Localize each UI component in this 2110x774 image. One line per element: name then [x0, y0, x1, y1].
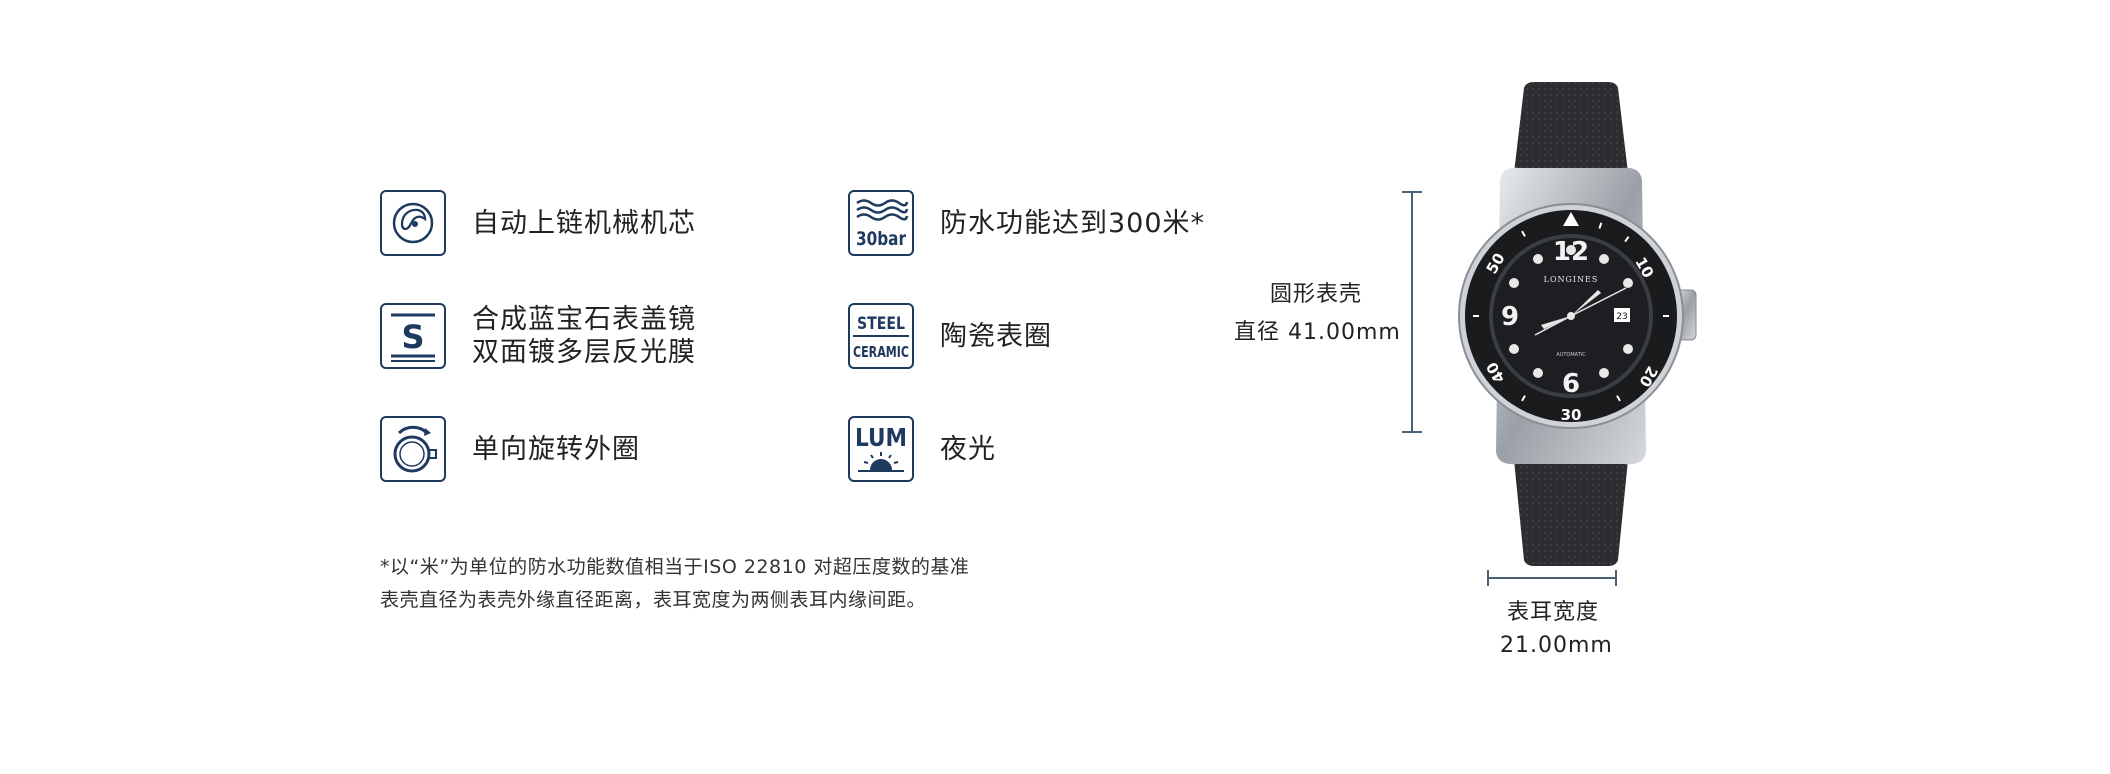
date-value: 23	[1616, 312, 1627, 322]
steel-ceramic-icon: STEEL CERAMIC	[848, 303, 914, 369]
sapphire-s-icon: S	[380, 303, 446, 369]
lum-text: LUM	[855, 423, 907, 452]
feature-ceramic-bezel: STEEL CERAMIC 陶瓷表圈	[848, 303, 1052, 369]
lum-icon: LUM	[848, 416, 914, 482]
dial-numeral-12: 12	[1553, 237, 1589, 267]
feature-label: 合成蓝宝石表盖镜 双面镀多层反光膜	[472, 304, 696, 368]
feature-water-resistance: 30bar 防水功能达到300米*	[848, 190, 1205, 256]
feature-rotating-bezel: 单向旋转外圈	[380, 416, 640, 482]
watch-brand: LONGINES	[1544, 275, 1599, 284]
feature-label: 夜光	[940, 433, 996, 465]
dial-numeral-6: 6	[1562, 369, 1580, 399]
dial-numeral-9: 9	[1501, 302, 1519, 332]
feature-label: 防水功能达到300米*	[940, 207, 1206, 239]
watch-image: 12 9 6 LONGINES AUTOMATIC 23 10 20 30 40…	[1458, 82, 1697, 566]
bezel-numeral-30: 30	[1561, 406, 1582, 424]
feature-label: 陶瓷表圈	[940, 320, 1052, 352]
date-window	[1614, 308, 1630, 322]
steel-text: STEEL	[857, 314, 905, 334]
case-dimension-value: 直径 41.00mm	[1234, 320, 1401, 345]
sapphire-letter: S	[401, 318, 424, 356]
feature-automatic-movement: 自动上链机械机芯	[380, 190, 696, 256]
bar-rating-text: 30bar	[856, 228, 906, 250]
case-dimension-label: 圆形表壳	[1270, 282, 1363, 307]
footnote-water-resistance: *以“米”为单位的防水功能数值相当于ISO 22810 对超压度数的基准	[380, 556, 970, 578]
watch-hands	[1534, 287, 1627, 336]
feature-label: 自动上链机械机芯	[472, 207, 696, 239]
lug-dimension-value: 21.00mm	[1500, 633, 1613, 658]
lug-dimension-label: 表耳宽度	[1507, 600, 1600, 625]
feature-label: 单向旋转外圈	[472, 433, 640, 465]
water-resistance-icon: 30bar	[848, 190, 914, 256]
footnote-dimensions: 表壳直径为表壳外缘直径距离，表耳宽度为两侧表耳内缘间距。	[380, 589, 927, 611]
rotor-icon	[380, 190, 446, 256]
watch-strap-top	[1512, 82, 1630, 190]
rotating-bezel-icon	[380, 416, 446, 482]
ceramic-text: CERAMIC	[853, 343, 909, 361]
watch-dial-text: AUTOMATIC	[1556, 352, 1586, 358]
watch-strap-bottom	[1512, 440, 1630, 566]
feature-luminous: LUM 夜光	[848, 416, 996, 482]
feature-sapphire-crystal: S 合成蓝宝石表盖镜 双面镀多层反光膜	[380, 303, 696, 369]
